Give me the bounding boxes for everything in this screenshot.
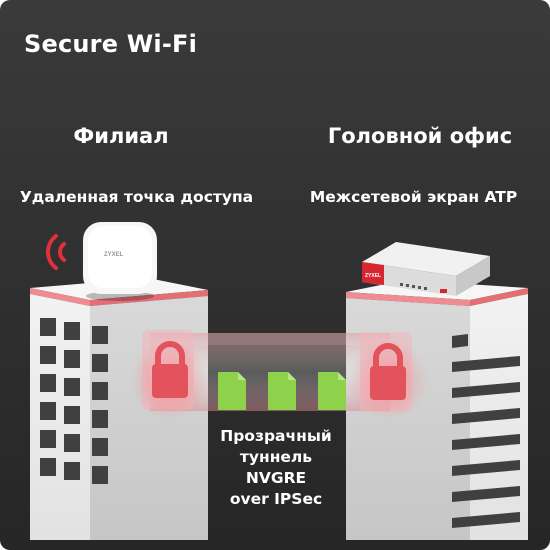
page-title: Secure Wi-Fi [24, 30, 198, 58]
tunnel [130, 330, 428, 420]
file-icon [318, 372, 346, 410]
right-subheading: Межсетевой экран ATP [309, 188, 518, 206]
tunnel-caption: Прозрачный туннель NVGRE over IPSec [200, 426, 352, 510]
tunnel-caption-line: over IPSec [229, 490, 323, 508]
lock-icon [348, 332, 428, 420]
file-icon [268, 372, 296, 410]
firewall-device: ZYXEL [362, 242, 490, 296]
tunnel-caption-line: Прозрачный [220, 427, 332, 445]
left-heading: Филиал [73, 124, 169, 148]
wifi-signal-icon [46, 234, 66, 270]
tunnel-caption-line: NVGRE [245, 469, 307, 487]
device-brand-label: ZYXEL [104, 252, 124, 258]
device-brand-label: ZYXEL [365, 273, 381, 279]
file-icon [218, 372, 246, 410]
right-heading: Головной офис [327, 124, 513, 148]
access-point-device: ZYXEL [83, 222, 157, 301]
lock-icon [130, 330, 210, 420]
tunnel-caption-line: туннель [239, 448, 313, 466]
left-subheading: Удаленная точка доступа [19, 188, 254, 206]
